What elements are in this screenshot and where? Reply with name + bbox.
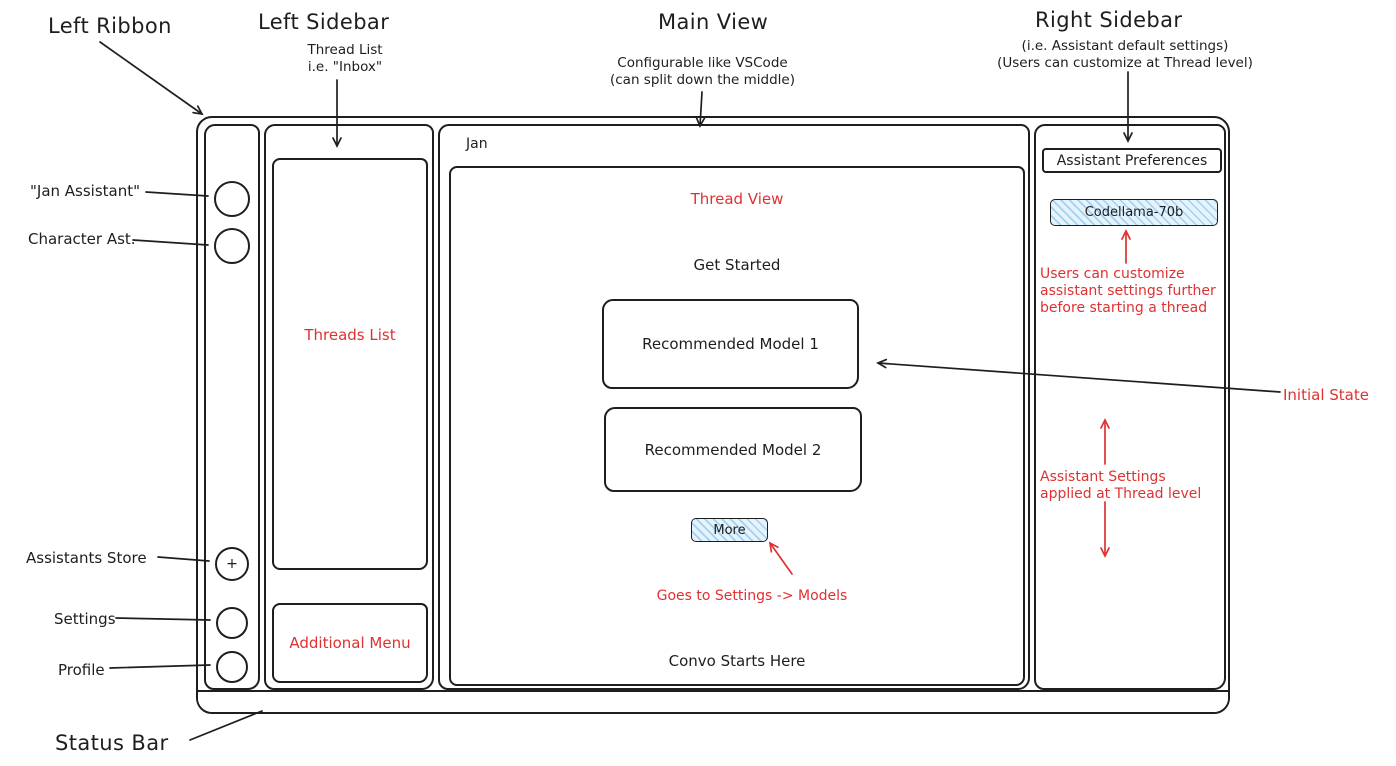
annotation-left-sidebar-sub: Thread List i.e. "Inbox" (280, 42, 410, 76)
convo-starts-label: Convo Starts Here (668, 652, 806, 670)
settings-button[interactable] (216, 607, 248, 639)
annotation-settings: Settings (54, 610, 116, 628)
customize-note-line2: assistant settings further (1040, 283, 1216, 299)
annotation-main-view: Main View (658, 10, 769, 34)
status-bar (198, 690, 1228, 712)
annotation-right-sidebar: Right Sidebar (1035, 8, 1183, 32)
goes-to-settings-note: Goes to Settings -> Models (656, 588, 848, 604)
assistant-preferences-header: Assistant Preferences (1042, 148, 1222, 173)
recommended-model-2-label: Recommended Model 2 (644, 440, 822, 459)
codellama-chip[interactable]: Codellama-70b (1050, 199, 1218, 226)
pointer-left-ribbon (99, 41, 204, 116)
annotation-character-ast: Character Ast. (28, 230, 136, 248)
more-button[interactable]: More (691, 518, 768, 542)
codellama-chip-label: Codellama-70b (1084, 205, 1184, 220)
left-ribbon: + (204, 124, 260, 690)
annotation-left-sidebar-sub-line1: Thread List (307, 42, 383, 58)
threads-list-label: Threads List (304, 326, 396, 344)
additional-menu-label: Additional Menu (289, 634, 411, 652)
pointer-status-bar (189, 710, 263, 741)
applied-note: Assistant Settings applied at Thread lev… (1040, 469, 1201, 503)
annotation-left-sidebar-sub-line2: i.e. "Inbox" (307, 59, 383, 75)
annotation-assistants-store: Assistants Store (26, 549, 147, 567)
plus-icon: + (226, 556, 238, 572)
pointer-profile (109, 664, 211, 669)
main-view: Jan Thread View Get Started Recommended … (438, 124, 1030, 690)
thread-view-panel: Thread View Get Started Recommended Mode… (449, 166, 1025, 686)
annotation-main-view-sub: Configurable like VSCode (can split down… (585, 55, 820, 89)
annotation-right-sidebar-sub-line1: (i.e. Assistant default settings) (1021, 38, 1229, 54)
app-window: + Threads List Additional Menu Jan Threa… (196, 116, 1230, 714)
threads-list-panel[interactable]: Threads List (272, 158, 428, 570)
additional-menu-panel[interactable]: Additional Menu (272, 603, 428, 683)
assistants-store-button[interactable]: + (215, 547, 249, 581)
annotation-profile: Profile (58, 661, 105, 679)
annotation-main-view-sub-line2: (can split down the middle) (609, 72, 796, 88)
annotation-jan-assistant: "Jan Assistant" (30, 182, 141, 200)
jan-assistant-avatar[interactable] (214, 181, 250, 217)
annotation-left-ribbon: Left Ribbon (48, 14, 172, 38)
applied-note-line1: Assistant Settings (1040, 469, 1166, 485)
annotation-initial-state: Initial State (1283, 386, 1369, 404)
customize-note-line1: Users can customize (1040, 266, 1185, 282)
thread-view-label: Thread View (690, 190, 784, 208)
recommended-model-1-card[interactable]: Recommended Model 1 (602, 299, 859, 389)
get-started-label: Get Started (693, 256, 781, 274)
annotation-main-view-sub-line1: Configurable like VSCode (617, 55, 788, 71)
recommended-model-2-card[interactable]: Recommended Model 2 (604, 407, 862, 492)
customize-note: Users can customize assistant settings f… (1040, 266, 1216, 317)
character-assistant-avatar[interactable] (214, 228, 250, 264)
more-button-label: More (713, 522, 746, 538)
right-sidebar: Assistant Preferences Codellama-70b User… (1034, 124, 1226, 690)
left-sidebar: Threads List Additional Menu (264, 124, 434, 690)
main-view-header: Jan (466, 136, 488, 152)
applied-note-line2: applied at Thread level (1040, 486, 1202, 502)
annotation-status-bar: Status Bar (55, 731, 169, 755)
annotation-right-sidebar-sub: (i.e. Assistant default settings) (Users… (975, 38, 1275, 72)
profile-button[interactable] (216, 651, 248, 683)
annotation-right-sidebar-sub-line2: (Users can customize at Thread level) (997, 55, 1253, 71)
assistant-preferences-label: Assistant Preferences (1056, 152, 1208, 169)
annotation-left-sidebar: Left Sidebar (258, 10, 390, 34)
recommended-model-1-label: Recommended Model 1 (642, 335, 819, 353)
customize-note-line3: before starting a thread (1040, 300, 1208, 316)
